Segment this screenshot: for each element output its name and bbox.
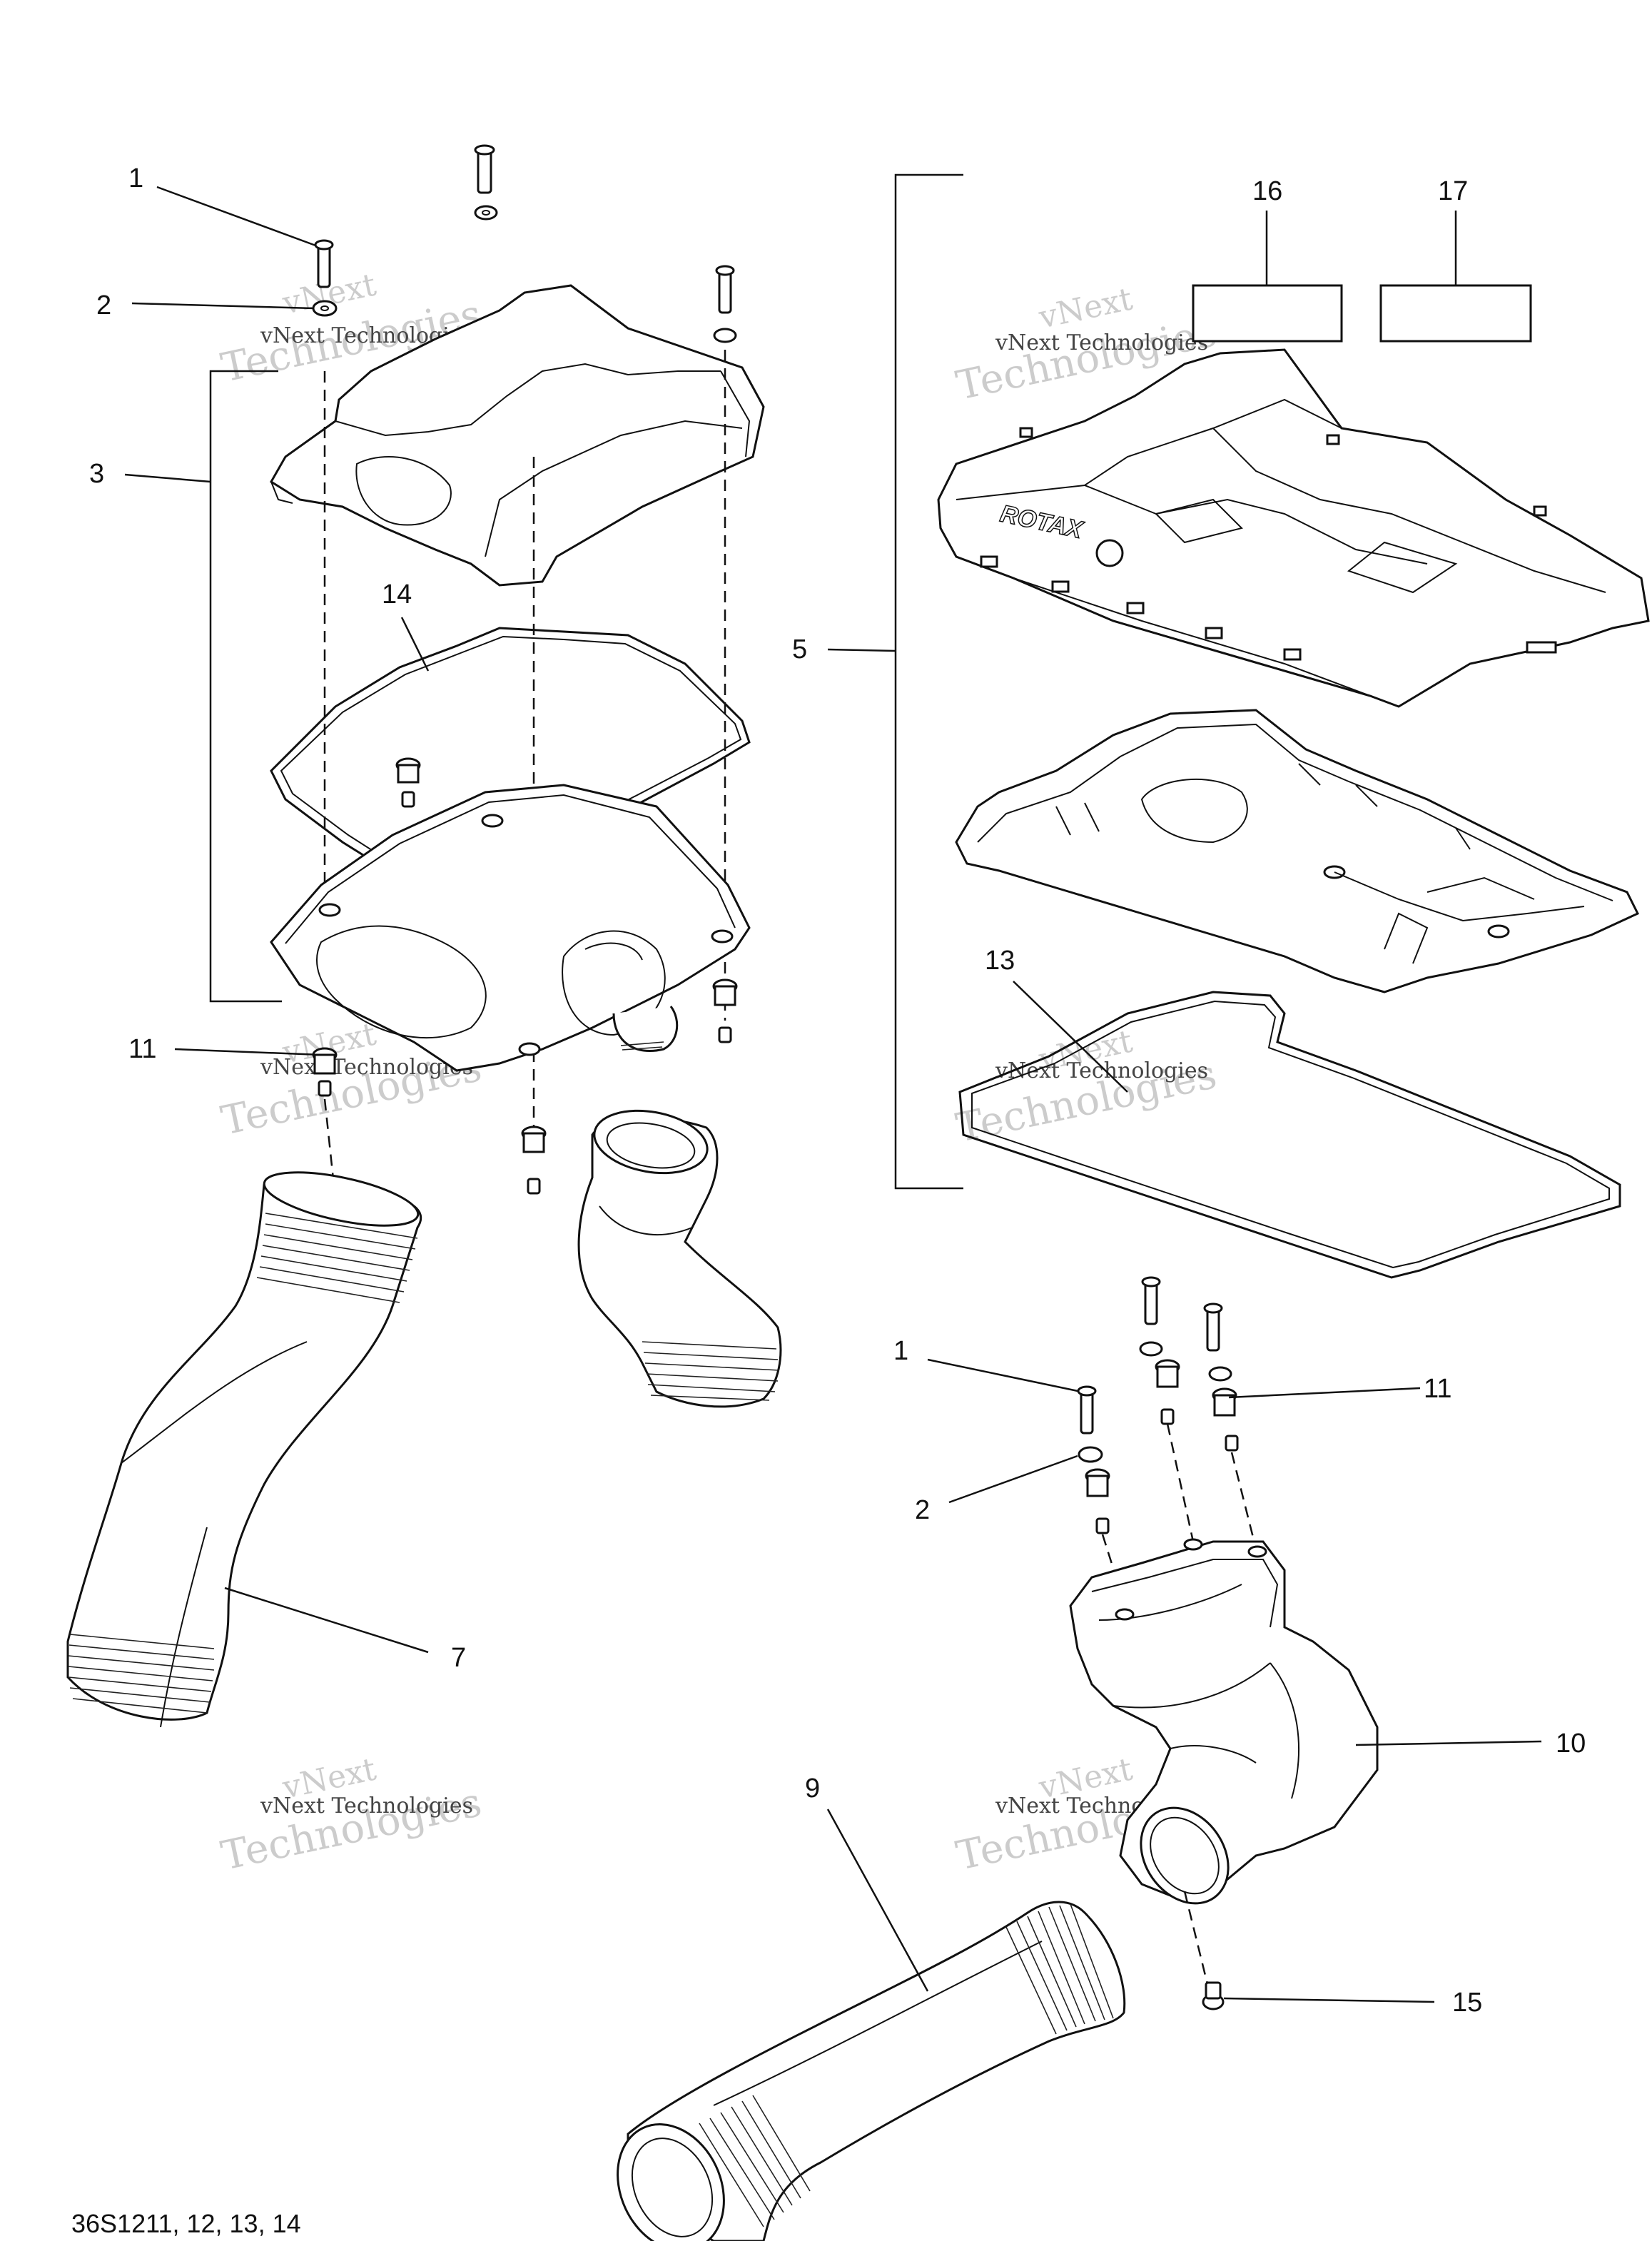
callout-17: 17	[1438, 176, 1468, 206]
engine-top-cover: ROTAX	[937, 348, 1650, 708]
intake-tube-item-9	[617, 1901, 1126, 2241]
callout-11-bottom: 11	[1424, 1374, 1451, 1404]
callout-11-top: 11	[128, 1034, 156, 1064]
leader-item-11-top	[174, 1048, 322, 1056]
leader-item-9	[826, 1809, 929, 1992]
washer-item-2-bottom	[1078, 1446, 1110, 1534]
intake-elbow-item-10	[1069, 1538, 1379, 1905]
screw-lower-right	[1203, 1302, 1239, 1452]
grommet-left-upper	[395, 757, 421, 808]
washer-item-2-top	[312, 300, 338, 317]
air-box-upper-cover	[269, 284, 765, 587]
callout-15: 15	[1452, 1988, 1482, 2018]
intake-tube-item-7	[66, 1171, 422, 1728]
leader-item-1-top	[156, 186, 318, 248]
callout-16: 16	[1252, 176, 1282, 206]
leader-item-2-bottom	[948, 1455, 1078, 1504]
leader-item-7	[224, 1587, 429, 1654]
outlet-elbow-tube-center	[577, 1109, 782, 1408]
screw-top-center	[474, 144, 498, 221]
leader-item-15	[1223, 1997, 1435, 2003]
svg-text:vNext Technologies: vNext Technologies	[260, 1794, 473, 1818]
screw-item-1-bottom	[1077, 1385, 1097, 1435]
brand-emblem	[1095, 539, 1124, 567]
leader-item-10	[1355, 1740, 1542, 1746]
filter-frame	[955, 709, 1640, 993]
callout-1-bottom: 1	[893, 1336, 908, 1366]
leader-item-13	[1013, 981, 1128, 1093]
svg-text:vNext Technologies: vNext Technologies	[995, 330, 1208, 355]
watermark-mid-right: vNext Technologies vNext Technologies	[952, 1023, 1220, 1151]
leader-item-14	[400, 617, 430, 672]
callout-7: 7	[451, 1643, 466, 1673]
leader-item-1-bottom	[927, 1358, 1082, 1393]
air-box-outlet-neck	[612, 1006, 679, 1053]
leader-item-3	[124, 473, 211, 483]
callout-3: 3	[89, 459, 104, 489]
label-box-item-16	[1192, 284, 1343, 343]
leader-item-2-top	[131, 302, 315, 310]
callout-10: 10	[1556, 1729, 1586, 1759]
screw-cover-right	[713, 265, 737, 343]
grommet-right-bottom	[712, 978, 738, 1043]
callout-14: 14	[382, 580, 412, 609]
svg-text:vNext Technologies: vNext Technologies	[995, 1058, 1208, 1083]
bracket-item-3	[209, 370, 282, 1003]
grommet-center-bottom	[521, 1125, 547, 1195]
grommet-item-11-top	[312, 1047, 338, 1097]
watermark-bottom-left: vNext Technologies vNext Technologies	[217, 1751, 485, 1879]
screw-lower-center	[1139, 1276, 1180, 1425]
align-line-lower-right	[1230, 1452, 1257, 1549]
callout-13: 13	[985, 946, 1015, 976]
callout-2-top: 2	[96, 290, 111, 320]
callout-2-bottom: 2	[915, 1495, 930, 1525]
gasket-item-13	[958, 991, 1621, 1279]
align-line-lower-center	[1166, 1423, 1195, 1542]
callout-5: 5	[792, 634, 807, 664]
callout-9: 9	[805, 1774, 820, 1804]
leader-item-5	[827, 648, 896, 652]
label-box-item-17	[1379, 284, 1532, 343]
screw-item-1-top	[314, 239, 334, 288]
leader-item-11-bottom	[1228, 1387, 1421, 1399]
air-box-lower-base	[270, 784, 751, 1072]
clip-item-15	[1202, 1981, 1225, 2010]
align-line-item-15	[1183, 1891, 1209, 1985]
callout-1-top: 1	[128, 163, 143, 193]
bracket-item-5	[894, 173, 963, 1190]
reference-code: 36S1211, 12, 13, 14	[71, 2209, 301, 2238]
